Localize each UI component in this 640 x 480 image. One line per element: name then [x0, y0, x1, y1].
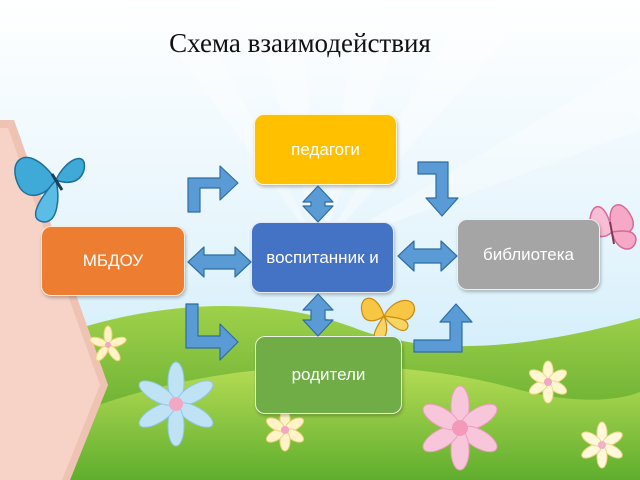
node-pupils: воспитанник и: [251, 222, 394, 293]
flower-icon: [89, 325, 623, 471]
node-mbdou: МБДОУ: [41, 226, 185, 296]
yellow-butterfly-icon: [360, 297, 415, 341]
node-parents: родители: [255, 336, 402, 414]
node-library: библиотека: [457, 219, 600, 290]
node-teachers: педагоги: [254, 114, 397, 185]
diagram-title: Схема взаимодействия: [169, 28, 431, 58]
blue-butterfly-icon: [14, 156, 86, 223]
